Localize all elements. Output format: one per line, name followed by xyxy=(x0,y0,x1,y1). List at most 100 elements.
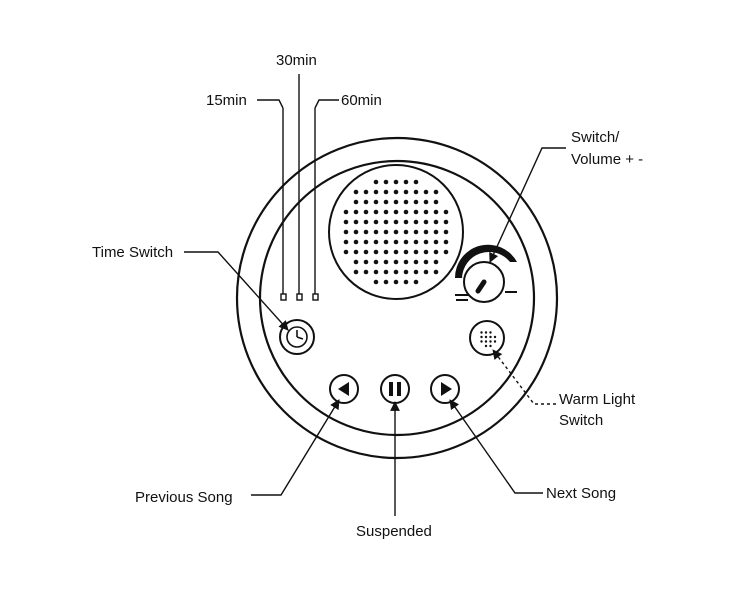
grille-dot xyxy=(373,179,379,185)
leader-warm-light xyxy=(492,349,556,405)
grille-dot xyxy=(433,199,439,205)
grille-dot xyxy=(353,269,359,275)
time-switch-button[interactable] xyxy=(279,319,315,355)
volume-mark-on-off xyxy=(456,299,468,301)
grille-dot xyxy=(393,199,399,205)
label-switch-volume-2: Volume + - xyxy=(571,151,643,168)
volume-pointer xyxy=(475,279,487,294)
grille-dot xyxy=(413,199,419,205)
grille-dot xyxy=(433,249,439,255)
grille-dot xyxy=(393,189,399,195)
grille-dot xyxy=(383,269,389,275)
volume-mark-max xyxy=(505,291,517,293)
label-15min: 15min xyxy=(206,92,247,109)
grille-dot xyxy=(423,219,429,225)
leader-15min xyxy=(257,99,284,109)
label-switch-volume-1: Switch/ xyxy=(571,129,620,146)
grille-dot xyxy=(403,219,409,225)
grille-dot xyxy=(423,209,429,215)
label-suspended: Suspended xyxy=(356,523,432,540)
grille-dot xyxy=(413,219,419,225)
grille-dot xyxy=(433,259,439,265)
grille-dot xyxy=(443,249,449,255)
label-time-switch: Time Switch xyxy=(92,244,173,261)
grille-dot xyxy=(383,279,389,285)
grille-dot xyxy=(353,259,359,265)
grille-dot xyxy=(403,189,409,195)
grille-dot xyxy=(393,219,399,225)
grille-dot xyxy=(413,269,419,275)
grille-dot xyxy=(403,199,409,205)
grille-dot xyxy=(423,259,429,265)
leader-time-switch xyxy=(184,251,289,331)
grille-dot xyxy=(383,189,389,195)
volume-mark-power xyxy=(455,294,469,296)
grille-dot xyxy=(433,209,439,215)
grille-dot xyxy=(403,269,409,275)
grille-dot xyxy=(423,269,429,275)
grille-dot xyxy=(353,219,359,225)
grille-dot xyxy=(443,229,449,235)
grille-dot xyxy=(383,209,389,215)
grille-dot xyxy=(363,259,369,265)
light-dot xyxy=(480,340,483,343)
grille-dot xyxy=(363,239,369,245)
grille-dot xyxy=(383,259,389,265)
volume-arc xyxy=(454,244,517,278)
grille-dot xyxy=(353,249,359,255)
grille-dot xyxy=(363,249,369,255)
grille-dot xyxy=(413,179,419,185)
grille-dot xyxy=(433,189,439,195)
grille-dot xyxy=(363,189,369,195)
light-dot xyxy=(484,331,488,334)
grille-dot xyxy=(443,239,449,245)
grille-dot xyxy=(363,219,369,225)
grille-dot xyxy=(383,179,389,185)
light-dot xyxy=(489,331,492,334)
grille-dot xyxy=(423,199,429,205)
grille-dot xyxy=(393,249,399,255)
light-dot xyxy=(489,340,492,343)
light-dot xyxy=(484,340,488,343)
grille-dot xyxy=(343,249,349,255)
grille-dot xyxy=(443,209,449,215)
grille-dot xyxy=(443,219,449,225)
grille-dot xyxy=(393,279,399,285)
grille-dot xyxy=(423,229,429,235)
timer-slots xyxy=(280,98,319,301)
grille-dot xyxy=(343,219,349,225)
grille-dot xyxy=(393,179,399,185)
device-outer-ring xyxy=(235,136,559,460)
grille-dot xyxy=(343,239,349,245)
grille-dot xyxy=(373,209,379,215)
grille-dot xyxy=(373,259,379,265)
next-song-button[interactable] xyxy=(430,374,460,404)
grille-dot xyxy=(353,199,359,205)
pause-icon xyxy=(389,382,401,396)
volume-knob[interactable] xyxy=(454,244,517,303)
grille-dot xyxy=(373,189,379,195)
suspended-button[interactable] xyxy=(380,374,410,404)
grille-dot xyxy=(403,259,409,265)
grille-dot xyxy=(433,269,439,275)
leader-60min xyxy=(314,99,339,109)
grille-dot xyxy=(383,199,389,205)
warm-light-switch-button[interactable] xyxy=(469,320,505,356)
grille-dot xyxy=(383,219,389,225)
grille-dot xyxy=(373,249,379,255)
grille-dot xyxy=(373,239,379,245)
grille-dot xyxy=(413,239,419,245)
grille-dot xyxy=(373,269,379,275)
grille-dot xyxy=(343,209,349,215)
grille-dot xyxy=(353,209,359,215)
grille-dot xyxy=(423,249,429,255)
grille-dot xyxy=(413,229,419,235)
grille-dot xyxy=(383,229,389,235)
light-dot xyxy=(493,335,497,339)
previous-song-button[interactable] xyxy=(329,374,359,404)
leader-switch-volume xyxy=(489,147,566,263)
light-dot xyxy=(493,340,497,343)
grille-dot xyxy=(363,229,369,235)
leader-next-song xyxy=(449,399,543,494)
